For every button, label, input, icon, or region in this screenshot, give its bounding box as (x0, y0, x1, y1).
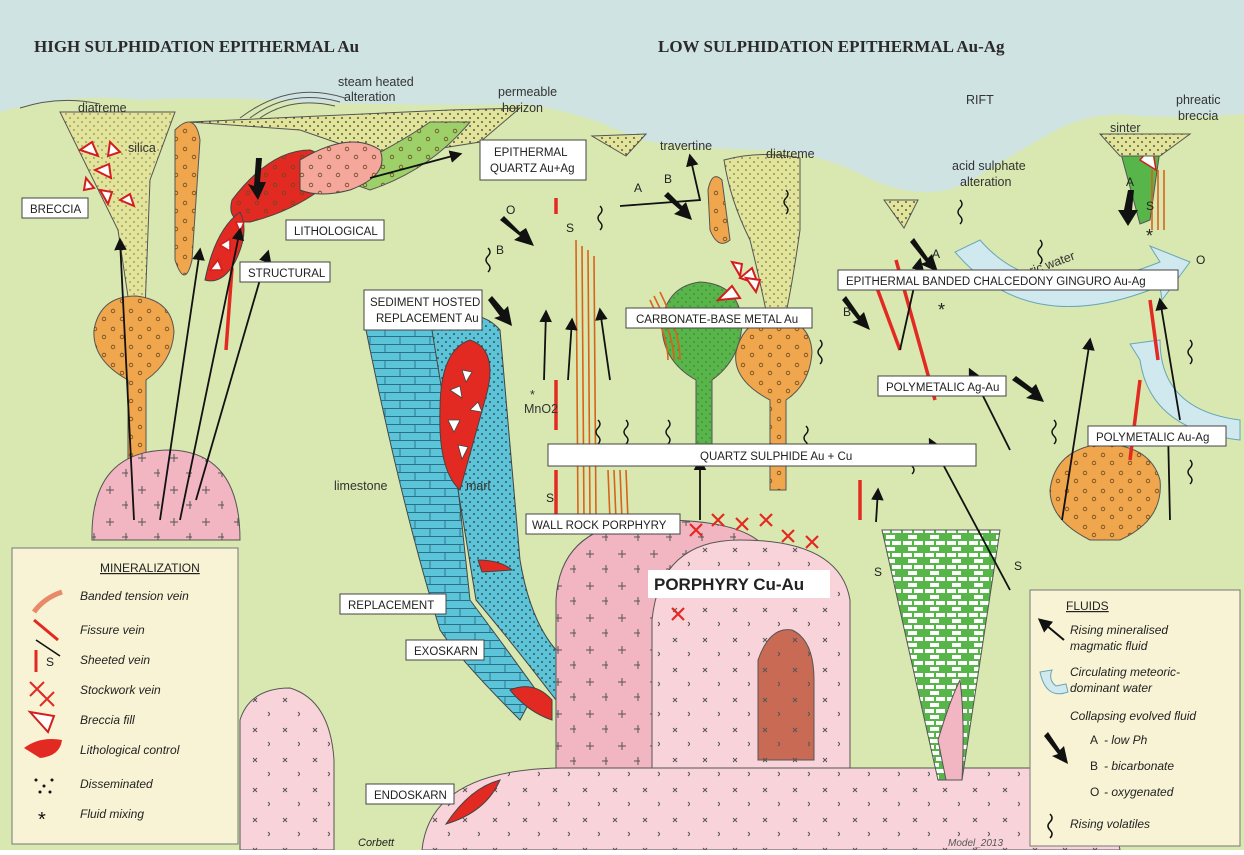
label-steam-heated: steam heated (338, 75, 414, 89)
legend-breccia-fill: Breccia fill (80, 713, 135, 727)
letter-b-1: B (496, 243, 504, 257)
box-lithological: LITHOLOGICAL (286, 220, 384, 240)
svg-text:STRUCTURAL: STRUCTURAL (248, 268, 326, 280)
svg-text:CARBONATE-BASE METAL Au: CARBONATE-BASE METAL Au (636, 314, 798, 326)
box-exoskarn: EXOSKARN (406, 640, 484, 660)
label-diatreme-left: diatreme (78, 101, 127, 115)
mineralization-heading: MINERALIZATION (100, 561, 200, 575)
letter-s-4: S (874, 565, 882, 579)
label-corbett: Corbett (358, 837, 395, 849)
svg-text:BRECCIA: BRECCIA (30, 204, 81, 216)
letter-s-5: S (1014, 559, 1022, 573)
label-model-year: Model_2013 (948, 838, 1003, 849)
svg-text:S: S (46, 655, 54, 669)
box-structural: STRUCTURAL (240, 262, 330, 282)
star-2: * (1146, 226, 1153, 246)
letter-o-2: O (1196, 253, 1205, 267)
svg-text:- low Ph: - low Ph (1104, 733, 1148, 747)
svg-text:QUARTZ SULPHIDE Au + Cu: QUARTZ SULPHIDE Au + Cu (700, 451, 852, 463)
label-acid-sulphate: acid sulphate (952, 159, 1026, 173)
box-quartz-sulphide: QUARTZ SULPHIDE Au + Cu (548, 444, 976, 466)
legend-lithological-control: Lithological control (80, 743, 180, 757)
svg-text:EPITHERMAL: EPITHERMAL (494, 147, 568, 159)
letter-o-1: O (506, 203, 515, 217)
svg-text:- bicarbonate: - bicarbonate (1104, 759, 1174, 773)
box-epithermal-quartz: EPITHERMAL QUARTZ Au+Ag (480, 140, 586, 180)
svg-text:B: B (1090, 759, 1098, 773)
letter-b-2: B (664, 172, 672, 186)
legend-sheeted-vein: Sheeted vein (80, 653, 150, 667)
svg-text:POLYMETALIC Ag-Au: POLYMETALIC Ag-Au (886, 382, 999, 394)
svg-text:EXOSKARN: EXOSKARN (414, 646, 478, 658)
svg-text:dominant water: dominant water (1070, 681, 1153, 695)
label-mno2: MnO2 (524, 402, 558, 416)
svg-text:REPLACEMENT: REPLACEMENT (348, 600, 434, 612)
svg-text:- oxygenated: - oxygenated (1104, 785, 1174, 799)
fluids-heading: FLUIDS (1066, 599, 1109, 613)
letter-s-2: S (1146, 199, 1154, 213)
label-diatreme-right: diatreme (766, 147, 815, 161)
letter-s-1: S (566, 221, 574, 235)
box-carbonate-base-metal: CARBONATE-BASE METAL Au (626, 308, 812, 328)
svg-text:ENDOSKARN: ENDOSKARN (374, 790, 447, 802)
svg-text:Rising volatiles: Rising volatiles (1070, 817, 1150, 831)
fluid-mixing-icon: * (38, 809, 46, 831)
label-permeable: permeable (498, 85, 557, 99)
label-horizon: horizon (502, 101, 543, 115)
box-wall-rock-porphyry: WALL ROCK PORPHYRY (526, 514, 680, 534)
svg-text:PORPHYRY Cu-Au: PORPHYRY Cu-Au (654, 575, 804, 594)
letter-a-1: A (634, 181, 642, 195)
svg-text:Circulating meteoric-: Circulating meteoric- (1070, 665, 1180, 679)
title-high-sulphidation: HIGH SULPHIDATION EPITHERMAL Au (34, 37, 359, 56)
box-replacement: REPLACEMENT (340, 594, 446, 614)
mineralization-legend: MINERALIZATION S * Banded tension vein F… (12, 548, 238, 844)
svg-text:QUARTZ Au+Ag: QUARTZ Au+Ag (490, 163, 574, 175)
box-epithermal-banded: EPITHERMAL BANDED CHALCEDONY GINGURO Au-… (838, 270, 1178, 290)
svg-text:A: A (1090, 733, 1098, 747)
label-silica: silica (128, 141, 156, 155)
label-phreatic: phreatic (1176, 93, 1220, 107)
box-porphyry-cu-au: PORPHYRY Cu-Au (648, 570, 830, 598)
letter-a-3: A (1126, 175, 1134, 189)
svg-text:Collapsing evolved fluid: Collapsing evolved fluid (1070, 709, 1196, 723)
box-polymetalic-ag-au: POLYMETALIC Ag-Au (878, 376, 1006, 396)
title-low-sulphidation: LOW SULPHIDATION EPITHERMAL Au-Ag (658, 37, 1005, 56)
letter-a-2: A (932, 247, 940, 261)
svg-text:EPITHERMAL BANDED CHALCEDONY G: EPITHERMAL BANDED CHALCEDONY GINGURO Au-… (846, 276, 1146, 288)
legend-banded-tension: Banded tension vein (80, 589, 189, 603)
label-rift: RIFT (966, 93, 994, 107)
letter-s-3: S (546, 491, 554, 505)
legend-fluid-mixing: Fluid mixing (80, 807, 144, 821)
box-endoskarn: ENDOSKARN (366, 784, 454, 804)
label-sinter: sinter (1110, 121, 1141, 135)
label-acid-alteration: alteration (960, 175, 1011, 189)
label-travertine: travertine (660, 139, 712, 153)
svg-text:Rising mineralised: Rising mineralised (1070, 623, 1168, 637)
svg-text:LITHOLOGICAL: LITHOLOGICAL (294, 226, 378, 238)
label-marl: marl (466, 479, 490, 493)
box-breccia: BRECCIA (22, 198, 88, 218)
svg-text:REPLACEMENT Au: REPLACEMENT Au (376, 313, 479, 325)
legend-stockwork-vein: Stockwork vein (80, 683, 161, 697)
label-steam-alteration: alteration (344, 90, 395, 104)
svg-text:magmatic fluid: magmatic fluid (1070, 639, 1148, 653)
legend-disseminated: Disseminated (80, 777, 153, 791)
star-1: * (938, 300, 945, 320)
svg-text:WALL ROCK PORPHYRY: WALL ROCK PORPHYRY (532, 520, 667, 532)
box-sediment-hosted: SEDIMENT HOSTED REPLACEMENT Au (364, 290, 482, 330)
label-limestone: limestone (334, 479, 388, 493)
letter-b-3: B (843, 305, 851, 319)
fluids-legend: FLUIDS Rising mineralised magmatic fluid… (1030, 590, 1240, 846)
label-mno2-star: * (530, 388, 535, 402)
legend-fissure-vein: Fissure vein (80, 623, 145, 637)
label-breccia: breccia (1178, 109, 1218, 123)
svg-text:POLYMETALIC Au-Ag: POLYMETALIC Au-Ag (1096, 432, 1209, 444)
svg-text:O: O (1090, 785, 1099, 799)
svg-text:SEDIMENT HOSTED: SEDIMENT HOSTED (370, 297, 480, 309)
box-polymetalic-au-ag: POLYMETALIC Au-Ag (1088, 426, 1226, 446)
